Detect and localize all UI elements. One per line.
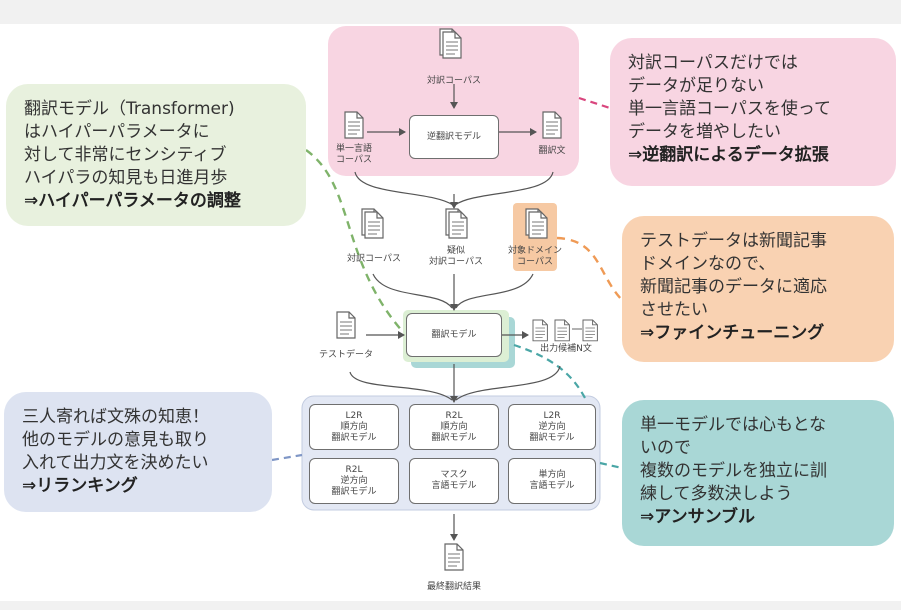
ensemble-model-masked-lm: マスク 言語モデル xyxy=(409,458,499,504)
ens-line: 順方向 xyxy=(440,421,468,432)
ens-line: 言語モデル xyxy=(529,481,575,491)
target-domain-line2: コーパス xyxy=(517,257,553,267)
ens-line: 単方向 xyxy=(538,470,566,480)
mono-corpus-label-line1: 単一言語 xyxy=(335,144,372,154)
document-icon xyxy=(344,111,364,139)
callout-line: 翻訳モデル（Transformer) xyxy=(24,99,235,119)
callout-line: 三人寄れば文殊の知恵！ xyxy=(22,407,209,427)
callout-conclusion: ⇒逆翻訳によるデータ拡張 xyxy=(628,145,829,165)
connector-orange xyxy=(556,236,623,301)
callout-conclusion: ⇒ハイパーパラメータの調整 xyxy=(24,191,241,211)
callout-line: テストデータは新聞記事 xyxy=(640,231,827,251)
train-curve-right xyxy=(455,273,534,309)
connector-pink xyxy=(578,96,611,110)
ens-line: 逆方向 xyxy=(340,475,368,486)
document-stack-icon xyxy=(445,208,468,239)
ensemble-model-r2l-backward: R2L 逆方向 翻訳モデル xyxy=(309,458,399,504)
target-domain-label: 対象ドメイン コーパス xyxy=(500,246,570,268)
ensemble-model-unidirectional-lm: 単方向 言語モデル xyxy=(508,458,596,504)
callout-ensemble: 単一モデルでは心もとな いので 複数のモデルを独立に訓 練して多数決しよう ⇒ア… xyxy=(622,400,894,546)
document-stack-icon xyxy=(361,208,384,239)
final-result-label: 最終翻訳結果 xyxy=(426,582,481,592)
ensemble-model-r2l-forward: R2L 順方向 翻訳モデル xyxy=(409,404,499,450)
ens-line: 翻訳モデル xyxy=(331,486,377,497)
ens-curve-right xyxy=(455,365,561,401)
ensemble-model-text: マスク 言語モデル xyxy=(431,470,476,492)
ensemble-model-text: R2L 順方向 翻訳モデル xyxy=(431,411,476,444)
callout-line: 入れて出力文を決めたい xyxy=(22,453,209,473)
callout-line: させたい xyxy=(640,300,708,320)
ensemble-model-text: R2L 逆方向 翻訳モデル xyxy=(331,465,376,498)
ensemble-model-l2r-backward: L2R 逆方向 翻訳モデル xyxy=(508,404,596,450)
pseudo-parallel-line2: 対訳コーパス xyxy=(429,257,483,267)
train-curve-left xyxy=(372,273,453,309)
mono-corpus-label-line2: コーパス xyxy=(336,155,372,165)
document-icon xyxy=(532,319,548,342)
callout-line: 複数のモデルを独立に訓 xyxy=(640,461,827,481)
connector-blue xyxy=(271,453,303,462)
pseudo-parallel-line1: 疑似 xyxy=(446,246,465,256)
translated-text-label: 翻訳文 xyxy=(538,146,566,156)
callout-line: データを増やしたい xyxy=(628,122,781,142)
document-icon xyxy=(444,543,464,571)
callout-conclusion: ⇒ファインチューニング xyxy=(640,323,825,343)
callout-line: 単一言語コーパスを使って xyxy=(628,99,831,119)
callout-line: データが足りない xyxy=(628,76,764,96)
callout-line: いので xyxy=(640,438,691,458)
document-icon xyxy=(336,311,356,339)
connector-teal-2 xyxy=(599,461,623,470)
test-data-label: テストデータ xyxy=(318,350,373,360)
merge-curve-right xyxy=(454,171,554,206)
translation-model-label: 翻訳モデル xyxy=(431,329,477,340)
callout-line: 新聞記事のデータに適応 xyxy=(640,277,827,297)
document-icon xyxy=(554,319,570,342)
ensemble-model-l2r-forward: L2R 順方向 翻訳モデル xyxy=(309,404,399,450)
ens-line: 翻訳モデル xyxy=(331,432,377,443)
ens-line: マスク xyxy=(440,470,468,480)
parallel-corpus-2-label: 対訳コーパス xyxy=(347,254,401,264)
callout-line: 練して多数決しよう xyxy=(640,484,793,504)
callout-fine-tuning: テストデータは新聞記事 ドメインなので、 新聞記事のデータに適応 させたい ⇒フ… xyxy=(622,216,894,362)
bottom-bar xyxy=(0,601,901,610)
ens-line: L2R xyxy=(345,410,363,421)
ens-line: R2L xyxy=(345,464,363,475)
back-translation-model-box: 逆翻訳モデル xyxy=(409,115,499,159)
ens-line: 逆方向 xyxy=(538,421,566,432)
callout-line: 対訳コーパスだけでは xyxy=(628,53,798,73)
ensemble-model-text: 単方向 言語モデル xyxy=(529,470,574,492)
pseudo-parallel-label: 疑似 対訳コーパス xyxy=(416,246,496,268)
back-translation-model-label: 逆翻訳モデル xyxy=(426,131,481,142)
ens-line: 順方向 xyxy=(340,421,368,432)
mono-corpus-label: 単一言語 コーパス xyxy=(326,144,382,166)
n-best-label: 出力候補N文 xyxy=(540,344,592,354)
ens-line: 翻訳モデル xyxy=(431,432,477,443)
connector-green xyxy=(305,149,404,333)
document-icon xyxy=(542,111,562,139)
parallel-corpus-label: 対訳コーパス xyxy=(427,76,481,86)
callout-conclusion: ⇒アンサンブル xyxy=(640,507,756,527)
connector-teal xyxy=(513,343,586,399)
ensemble-model-text: L2R 順方向 翻訳モデル xyxy=(331,411,376,444)
ens-curve-left xyxy=(349,371,453,401)
ensemble-model-text: L2R 逆方向 翻訳モデル xyxy=(529,411,574,444)
translation-model-box: 翻訳モデル xyxy=(406,313,502,357)
callout-reranking: 三人寄れば文殊の知恵！ 他のモデルの意見も取り 入れて出力文を決めたい ⇒リラン… xyxy=(4,392,272,512)
top-bar xyxy=(0,0,901,24)
callout-line: ハイパラの知見も日進月歩 xyxy=(24,168,228,188)
callout-line: 他のモデルの意見も取り xyxy=(22,430,209,450)
merge-curve-left xyxy=(354,171,454,206)
callout-line: 対して非常にセンシティブ xyxy=(24,145,227,165)
ens-line: R2L xyxy=(445,410,463,421)
callout-line: 単一モデルでは心もとな xyxy=(640,415,827,435)
callout-hyperparameter: 翻訳モデル（Transformer) はハイパーパラメータに 対して非常にセンシ… xyxy=(6,84,306,226)
callout-line: はハイパーパラメータに xyxy=(24,122,210,142)
callout-line: ドメインなので、 xyxy=(640,254,776,274)
ens-line: 翻訳モデル xyxy=(529,432,575,443)
callout-back-translation: 対訳コーパスだけでは データが足りない 単一言語コーパスを使って データを増やし… xyxy=(610,38,896,186)
ens-line: L2R xyxy=(543,410,561,421)
callout-conclusion: ⇒リランキング xyxy=(22,476,138,496)
target-domain-line1: 対象ドメイン xyxy=(507,246,562,256)
document-icon xyxy=(582,319,598,342)
ens-line: 言語モデル xyxy=(431,481,477,491)
